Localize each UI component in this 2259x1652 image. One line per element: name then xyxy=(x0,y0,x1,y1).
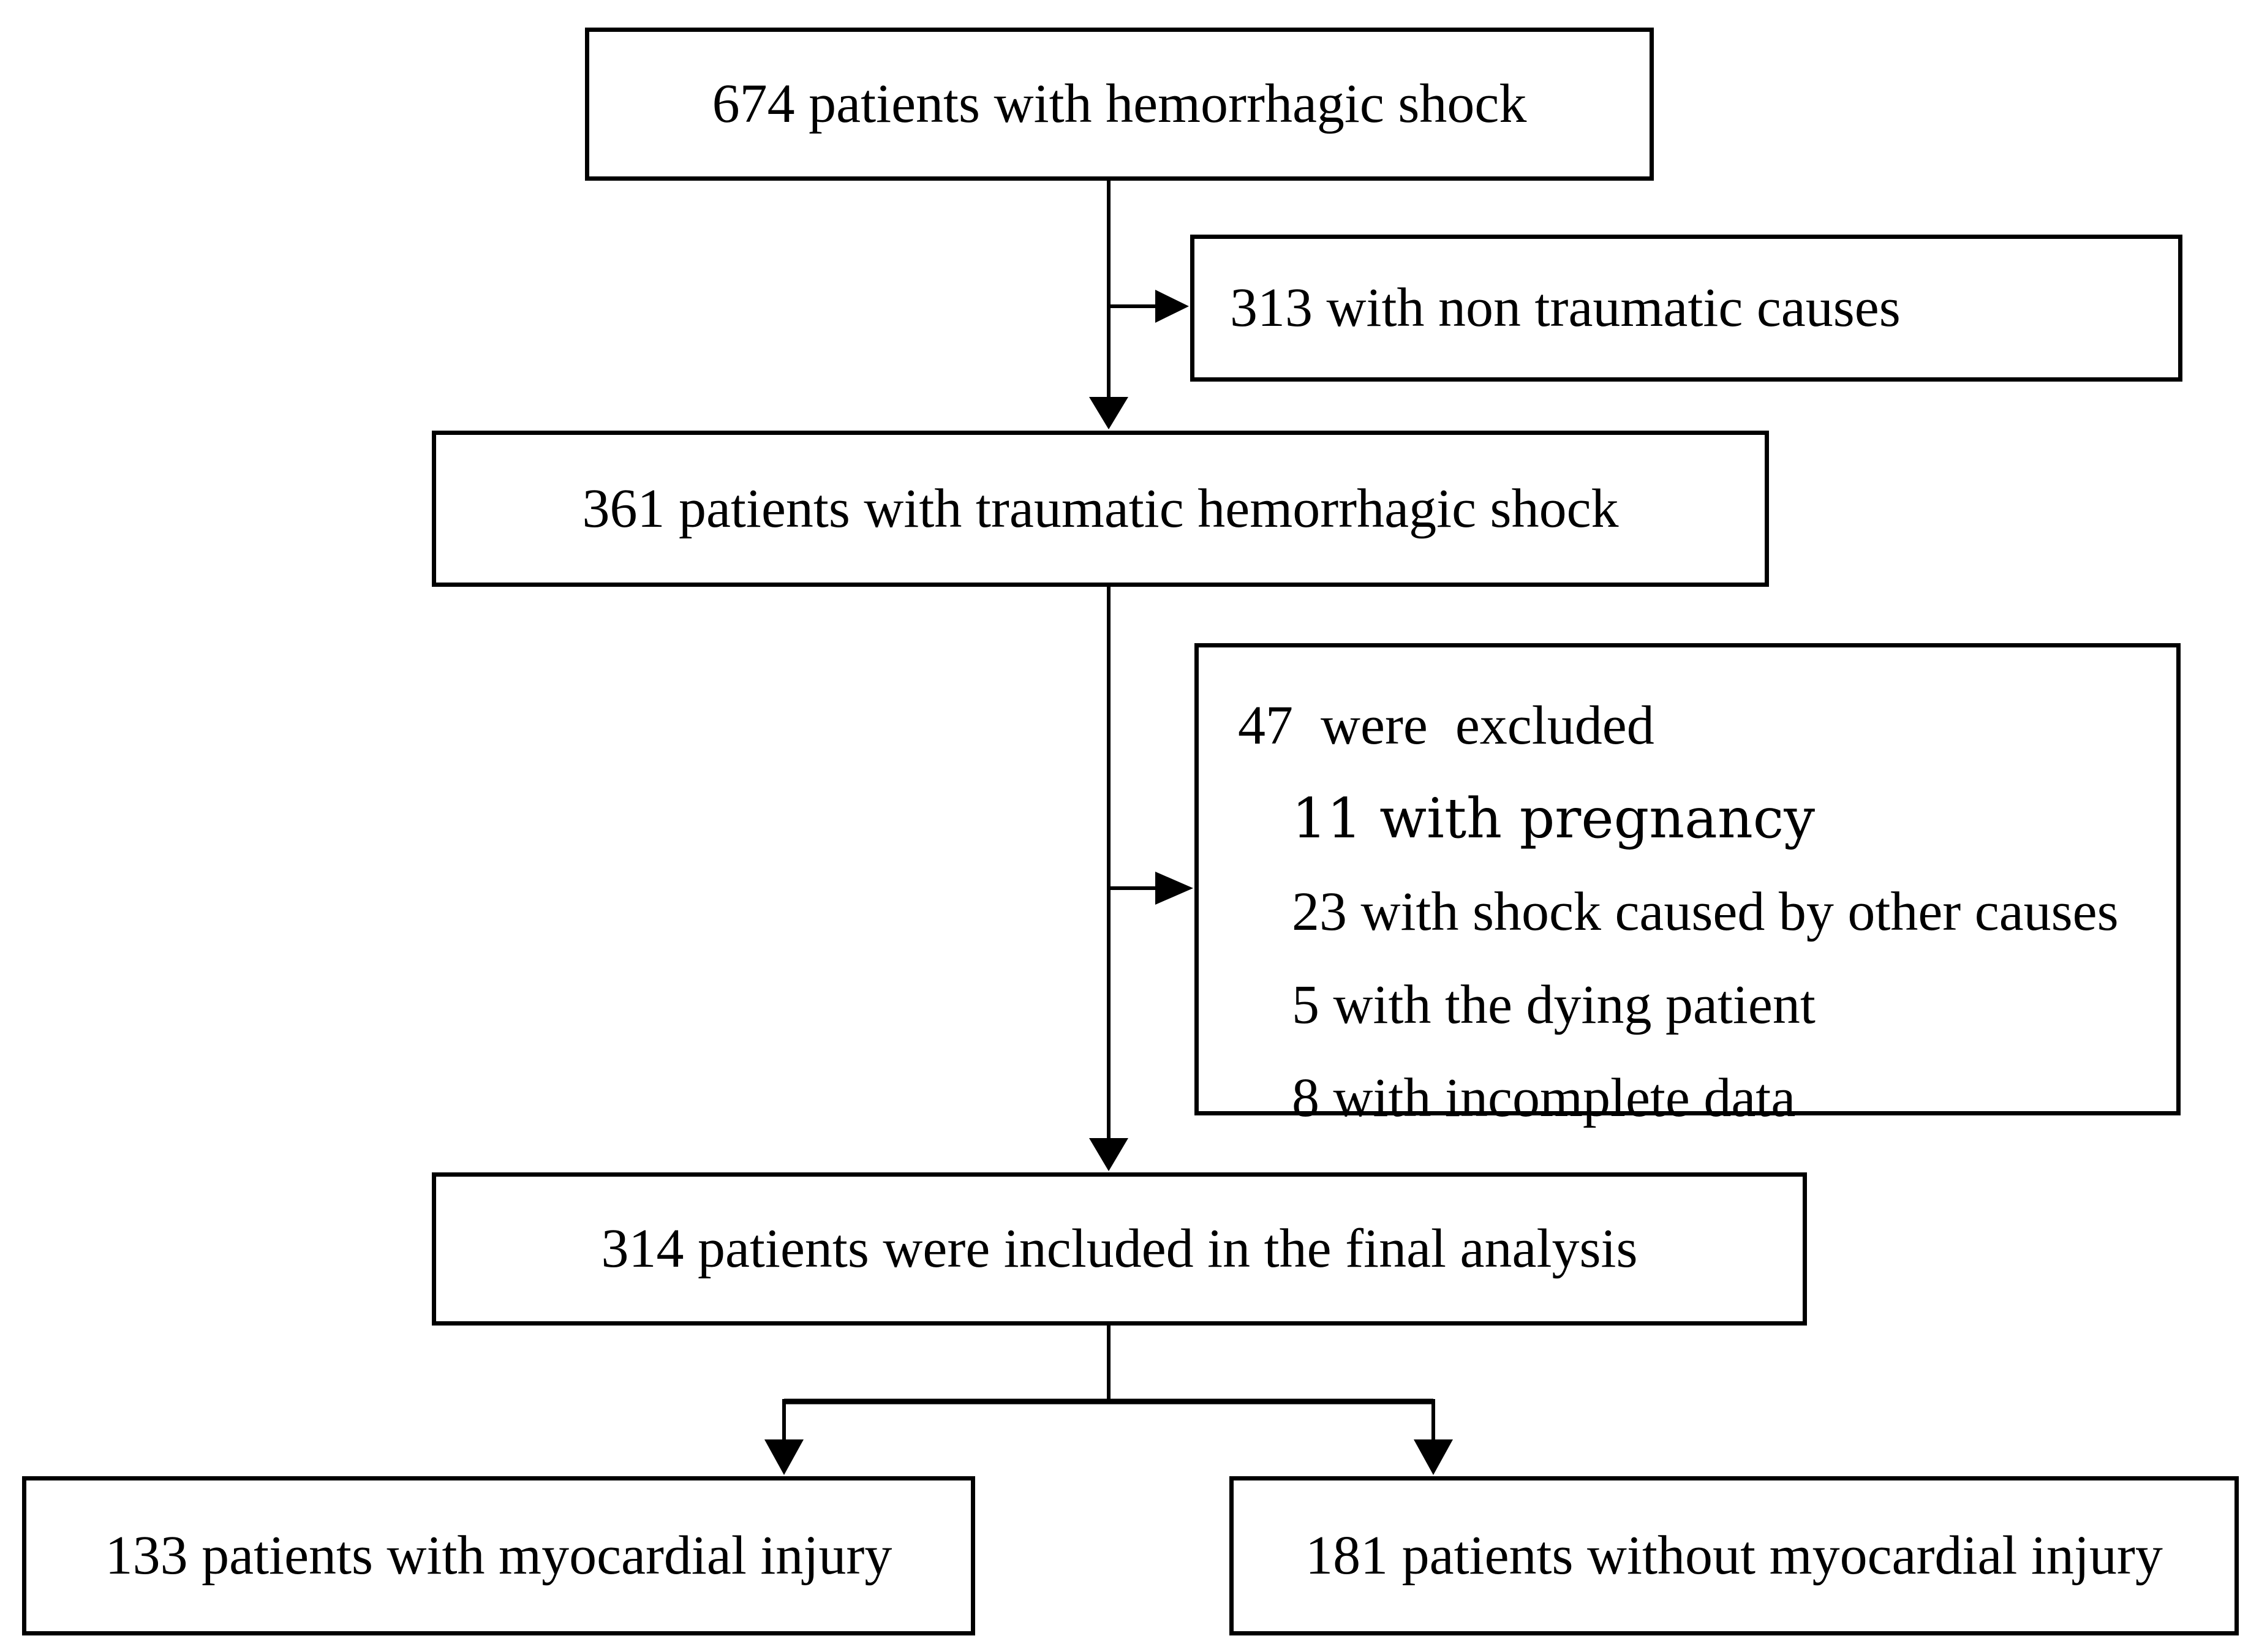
arrowhead-down-icon xyxy=(1414,1439,1453,1475)
node-no-myocardial-injury: 181 patients without myocardial injury xyxy=(1229,1476,2239,1635)
arrowhead-down-icon xyxy=(1089,1138,1128,1171)
node-traumatic-shock: 361 patients with traumatic hemorrhagic … xyxy=(432,431,1769,587)
connector-total-to-non-traumatic xyxy=(1109,290,1189,323)
node-no-myocardial-injury-label: 181 patients without myocardial injury xyxy=(1305,1525,2163,1586)
node-traumatic-shock-label: 361 patients with traumatic hemorrhagic … xyxy=(582,478,1619,539)
node-excluded-item-other-causes: 23 with shock caused by other causes xyxy=(1292,881,2119,942)
arrowhead-down-icon xyxy=(1089,397,1128,429)
connector-traumatic-to-excluded xyxy=(1109,872,1193,905)
node-final-analysis: 314 patients were included in the final … xyxy=(432,1172,1807,1326)
node-non-traumatic-causes: 313 with non traumatic causes xyxy=(1190,235,2182,382)
node-final-analysis-label: 314 patients were included in the final … xyxy=(601,1218,1638,1280)
node-excluded-title: 47 were excluded xyxy=(1238,695,1654,756)
node-myocardial-injury: 133 patients with myocardial injury xyxy=(22,1476,975,1635)
arrowhead-right-icon xyxy=(1155,290,1189,323)
connector-final-split xyxy=(764,1326,1453,1475)
arrowhead-right-icon xyxy=(1155,872,1193,905)
node-excluded: 47 were excluded 11 with pregnancy 23 wi… xyxy=(1194,643,2181,1128)
connector-traumatic-to-final xyxy=(1089,587,1128,1171)
node-total-patients-label: 674 patients with hemorrhagic shock xyxy=(712,74,1527,135)
node-excluded-item-pregnancy: 11 with pregnancy xyxy=(1292,786,1816,851)
node-excluded-item-dying-patient: 5 with the dying patient xyxy=(1292,975,1816,1035)
node-myocardial-injury-label: 133 patients with myocardial injury xyxy=(105,1525,892,1586)
arrowhead-down-icon xyxy=(764,1439,804,1475)
connector-total-to-traumatic xyxy=(1089,181,1128,429)
node-non-traumatic-causes-label: 313 with non traumatic causes xyxy=(1230,277,1901,339)
node-excluded-item-incomplete-data: 8 with incomplete data xyxy=(1292,1068,1796,1128)
node-total-patients: 674 patients with hemorrhagic shock xyxy=(585,28,1654,181)
